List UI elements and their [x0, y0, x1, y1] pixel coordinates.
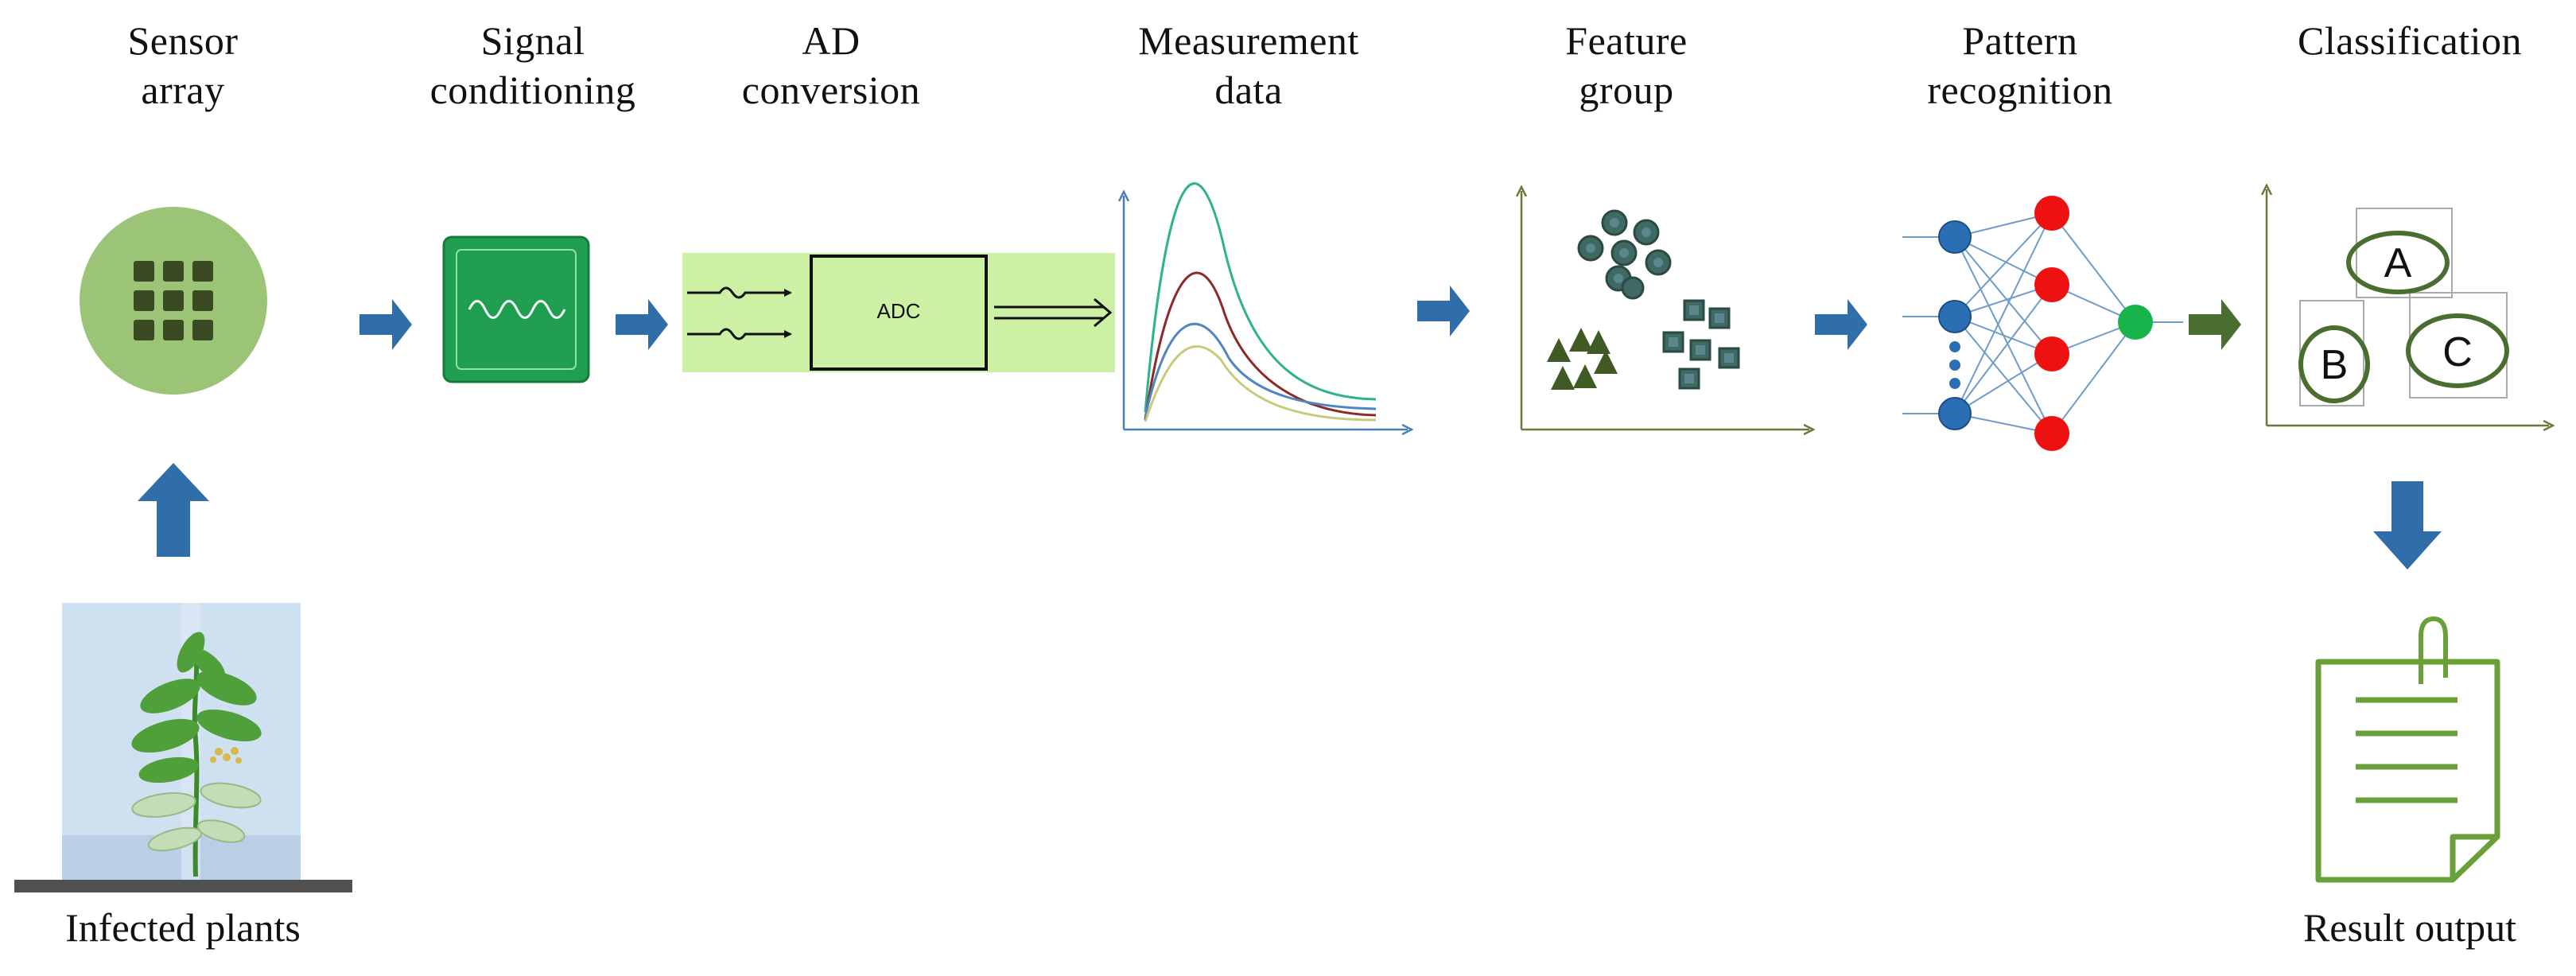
stage-title-line1: AD: [802, 18, 861, 63]
stage-title-line2: group: [1579, 68, 1674, 112]
stage-title-line2: conversion: [741, 68, 921, 112]
stage-title-line2: recognition: [1927, 68, 2113, 112]
stage-title-measurement-data: Measurement data: [1098, 16, 1400, 115]
stage-title-pattern-recognition: Pattern recognition: [1869, 16, 2171, 115]
class-label-b: B: [2321, 342, 2349, 388]
adc-label: ADC: [877, 299, 921, 323]
response-curve: [1144, 322, 1377, 418]
class-label-a: A: [2384, 240, 2412, 286]
flow-arrow-icon: [2189, 299, 2241, 350]
stage-title-signal-conditioning: Signal conditioning: [382, 16, 684, 115]
class-label-c: C: [2442, 329, 2473, 375]
sensor-array-icon: [80, 207, 267, 395]
stage-title-line1: Classification: [2298, 18, 2522, 63]
feature-group-chart: [1521, 191, 1809, 430]
stage-title-line1: Sensor: [127, 18, 239, 63]
flow-arrow-icon: [1417, 286, 1470, 336]
classification-chart: [2267, 189, 2549, 426]
stage-title-classification: Classification: [2251, 16, 2569, 65]
up-arrow-icon: [138, 463, 209, 557]
stage-title-line2: data: [1214, 68, 1283, 112]
ad-converter-icon: [682, 253, 1115, 372]
stage-title-line2: conditioning: [429, 68, 636, 112]
down-arrow-icon: [2373, 481, 2442, 570]
response-curve: [1144, 345, 1377, 422]
flow-arrow-icon: [1815, 299, 1867, 350]
infected-plant-icon: [14, 603, 352, 892]
stage-title-sensor-array: Sensor array: [32, 16, 334, 115]
signal-conditioning-icon: [442, 235, 590, 383]
output-label: Result output: [2302, 905, 2517, 950]
stage-title-line1: Pattern: [1962, 18, 2078, 63]
flow-arrow-icon: [616, 299, 668, 350]
measurement-data-chart: [1124, 182, 1408, 430]
stage-title-line1: Signal: [480, 18, 585, 63]
stage-title-ad-conversion: AD conversion: [680, 16, 982, 115]
stage-title-line2: array: [141, 68, 225, 112]
neural-network-icon: [1902, 196, 2183, 451]
response-curve: [1144, 182, 1377, 413]
stage-title-line1: Measurement: [1138, 18, 1359, 63]
flow-arrow-icon: [359, 299, 412, 350]
input-label: Infected plants: [65, 905, 301, 950]
stage-title-line1: Feature: [1565, 18, 1688, 63]
stage-title-feature-group: Feature group: [1475, 16, 1778, 115]
result-document-icon: [2315, 616, 2500, 883]
